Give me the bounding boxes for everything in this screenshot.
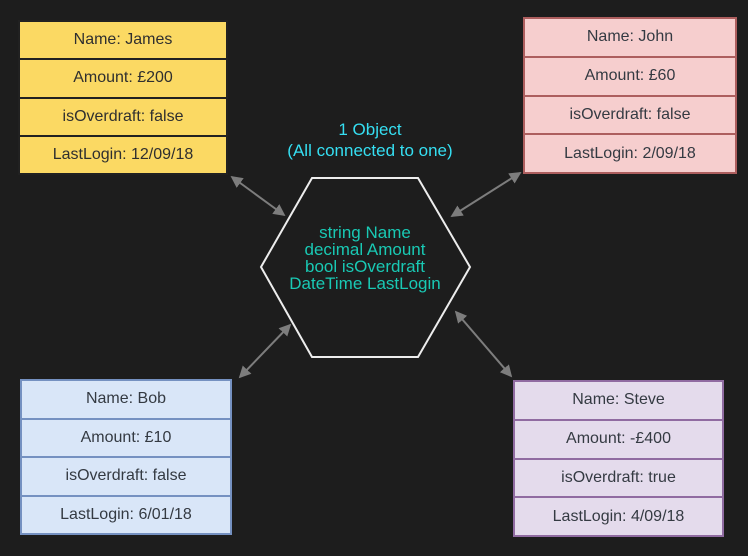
record-name-row: Name: James bbox=[20, 22, 226, 61]
record-card-john: Name: John Amount: £60 isOverdraft: fals… bbox=[523, 17, 737, 174]
record-overdraft-row: isOverdraft: false bbox=[525, 97, 735, 136]
arrow-bob-to-object bbox=[238, 323, 292, 379]
object-hexagon bbox=[259, 177, 472, 358]
record-lastlogin-row: LastLogin: 2/09/18 bbox=[564, 144, 696, 162]
object-title-line2: (All connected to one) bbox=[287, 141, 453, 160]
object-field: bool isOverdraft bbox=[305, 257, 425, 276]
arrow-john-to-object bbox=[450, 172, 522, 217]
record-lastlogin-row: LastLogin: 6/01/18 bbox=[60, 505, 192, 523]
record-lastlogin-row: LastLogin: 4/09/18 bbox=[552, 507, 685, 525]
record-lastlogin-row: LastLogin: 12/09/18 bbox=[52, 145, 194, 163]
arrow-steve-to-object bbox=[454, 310, 513, 378]
record-amount-row: Amount: £200 bbox=[20, 60, 226, 99]
record-name-row: Name: Bob bbox=[22, 381, 230, 420]
record-name-row: Name: John bbox=[525, 19, 735, 58]
arrow-james-to-object bbox=[230, 175, 286, 217]
record-overdraft-row: isOverdraft: true bbox=[515, 460, 722, 499]
record-overdraft-row: isOverdraft: false bbox=[22, 458, 230, 497]
object-title: 1 Object (All connected to one) bbox=[245, 119, 495, 161]
record-card-steve: Name: Steve Amount: -£400 isOverdraft: t… bbox=[513, 380, 724, 537]
record-card-bob: Name: Bob Amount: £10 isOverdraft: false… bbox=[20, 379, 232, 535]
record-name-row: Name: Steve bbox=[515, 382, 722, 421]
object-field: decimal Amount bbox=[304, 240, 426, 259]
object-title-line1: 1 Object bbox=[338, 120, 402, 139]
record-amount-row: Amount: -£400 bbox=[515, 421, 722, 460]
object-field-list: string Name decimal Amount bool isOverdr… bbox=[256, 224, 474, 292]
record-amount-row: Amount: £10 bbox=[22, 420, 230, 458]
record-card-james: Name: James Amount: £200 isOverdraft: fa… bbox=[18, 20, 228, 175]
record-overdraft-row: isOverdraft: false bbox=[20, 99, 226, 137]
object-field: string Name bbox=[319, 223, 411, 242]
object-field: DateTime LastLogin bbox=[289, 274, 441, 293]
record-amount-row: Amount: £60 bbox=[525, 58, 735, 97]
